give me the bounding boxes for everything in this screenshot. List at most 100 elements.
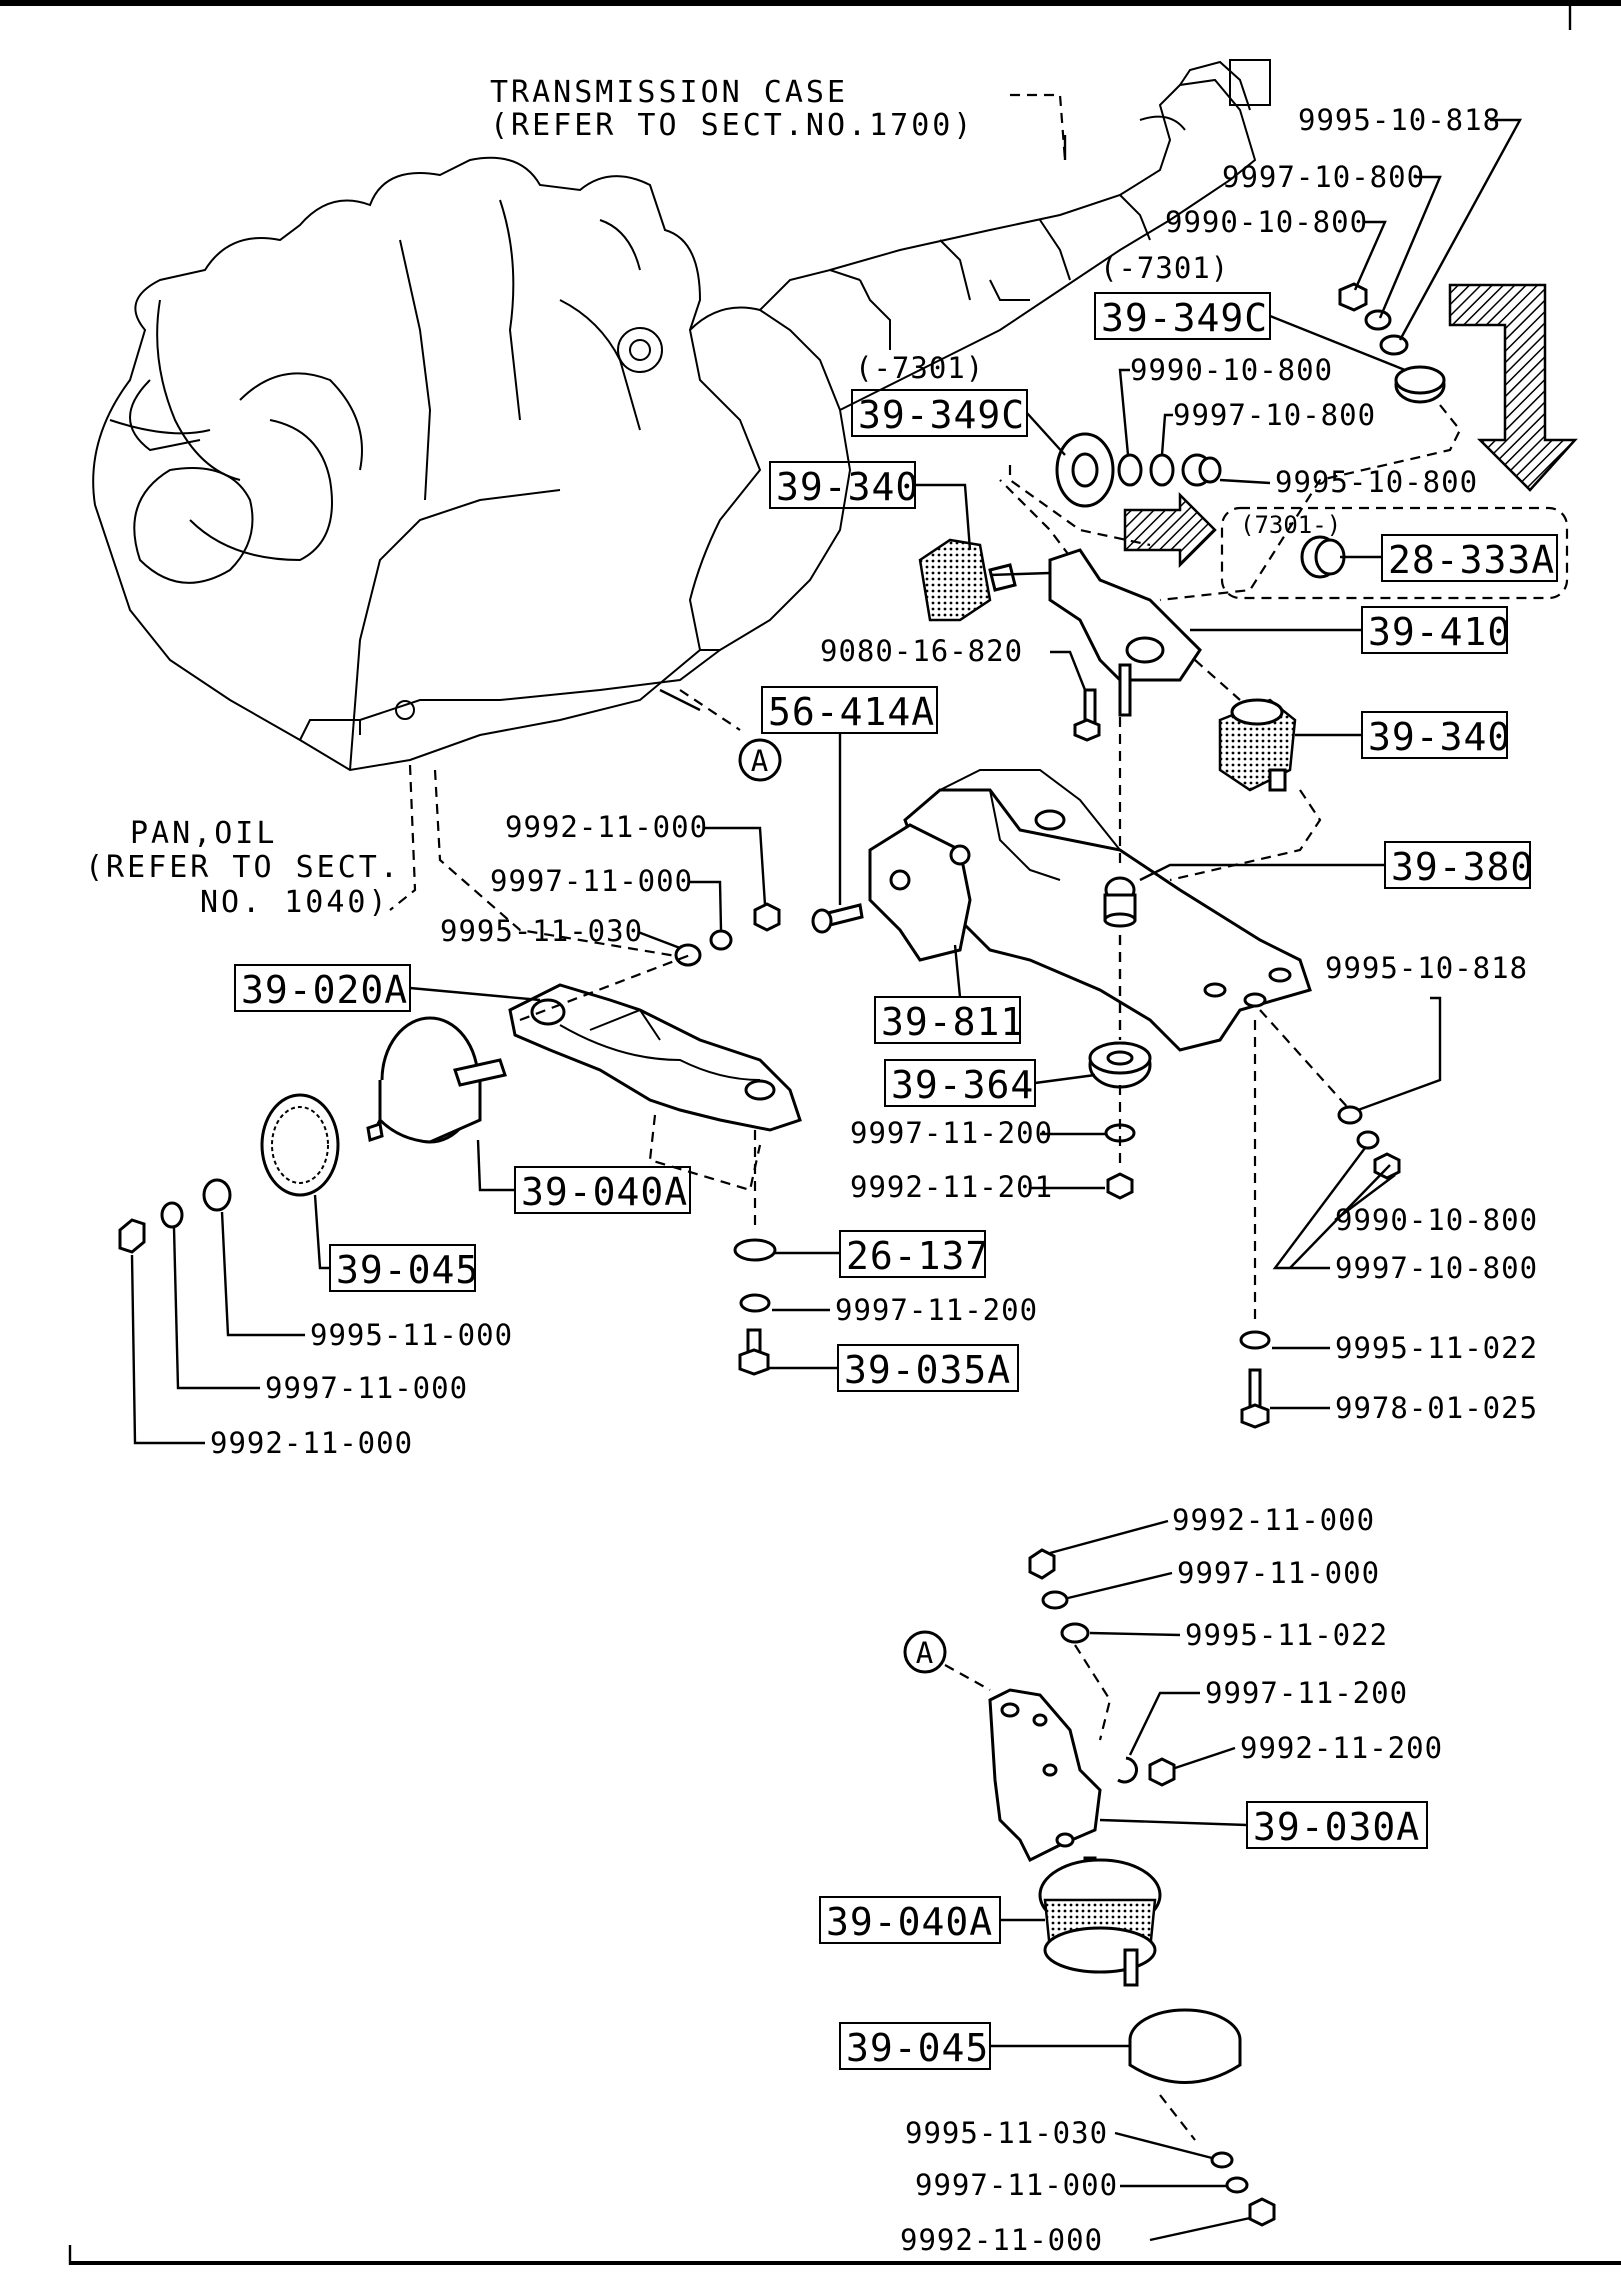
oil-pan-note-line2: (REFER TO SECT. — [85, 850, 401, 885]
label-39-040A-b: 39-040A — [826, 1900, 993, 1944]
pn-9992-11-000-e: 9992-11-000 — [900, 2223, 1103, 2257]
washer-9995-11-022 — [1239, 1330, 1271, 1350]
washer-9997-11-200-c — [739, 1293, 771, 1313]
label-39-020A: 39-020A — [241, 968, 408, 1012]
label-39-045-b: 39-045 — [846, 2026, 989, 2070]
label-28-333A: 28-333A — [1388, 538, 1555, 582]
pn-9990-10-800-a: 9990-10-800 — [1165, 205, 1368, 239]
callout-a-upper: A — [738, 738, 782, 782]
engine-transmission-illustration — [92, 59, 1271, 772]
label-39-349C-lower: 39-349C — [858, 393, 1025, 437]
pn-9978-01-025: 9978-01-025 — [1335, 1391, 1538, 1425]
transmission-note-line1: TRANSMISSION CASE — [490, 75, 848, 110]
washer-9990-10-800-b — [1117, 453, 1143, 487]
washer-9995-10-818-b — [1337, 1105, 1363, 1125]
label-39-340-lower: 39-340 — [1368, 715, 1511, 759]
range-note-lower: (-7301) — [855, 351, 984, 385]
washer-9995-10-818 — [1379, 334, 1409, 356]
crossmember-assembly — [811, 700, 1401, 1429]
label-26-137: 26-137 — [846, 1234, 989, 1278]
label-39-340-upper: 39-340 — [776, 465, 919, 509]
pn-9997-11-000-a: 9997-11-000 — [490, 864, 693, 898]
pn-9992-11-200: 9992-11-200 — [1240, 1731, 1443, 1765]
detail-arrow-icon — [1123, 491, 1217, 569]
pn-9992-11-000-c: 9992-11-000 — [210, 1426, 413, 1460]
left-engine-mount — [118, 902, 802, 1376]
washer-9997-11-000-c — [160, 1201, 184, 1229]
boxed-labels: 39-349C 39-349C 39-340 28-333A 39-410 56… — [234, 292, 1558, 2070]
nut-9992-11-200 — [1148, 1757, 1176, 1787]
rear-mount-hardware — [918, 282, 1578, 882]
washer-9997-10-800 — [1364, 309, 1392, 331]
washer-9997-10-800-c — [1356, 1130, 1380, 1150]
washer-9997-11-000-d — [1041, 1590, 1069, 1610]
bracket-39-811 — [868, 823, 972, 962]
pn-9997-10-800-b: 9997-10-800 — [1173, 398, 1376, 432]
pn-9080-16-820: 9080-16-820 — [820, 634, 1023, 668]
nut-9992-11-000-a — [753, 902, 781, 932]
pn-9995-11-030-b: 9995-11-030 — [905, 2116, 1108, 2150]
pn-9990-10-800-c: 9990-10-800 — [1335, 1203, 1538, 1237]
part-number-labels: 9995-10-818 9997-10-800 9990-10-800 9990… — [130, 103, 1538, 2257]
oil-pan-note-line1: PAN,OIL — [130, 816, 277, 851]
label-39-035A: 39-035A — [844, 1348, 1011, 1392]
range-note-detail: (7301-) — [1240, 511, 1341, 539]
nut-9990-10-800-c — [1373, 1152, 1401, 1180]
label-39-040A: 39-040A — [521, 1170, 688, 1214]
pn-9992-11-000-d: 9992-11-000 — [1172, 1503, 1375, 1537]
pn-9992-11-201: 9992-11-201 — [850, 1170, 1053, 1204]
nut-9992-11-000-c — [118, 1218, 146, 1254]
pn-9997-11-000-c: 9997-11-000 — [265, 1371, 468, 1405]
washer-9997-11-000-e — [1225, 2176, 1249, 2194]
pn-9997-11-000-e: 9997-11-000 — [915, 2168, 1118, 2202]
oil-pan-note-line3: NO. 1040) — [200, 885, 390, 920]
pn-9995-11-000: 9995-11-000 — [310, 1318, 513, 1352]
callout-a-upper-label: A — [751, 744, 769, 778]
insulator-39-340-upper — [918, 538, 992, 622]
range-note-upper: (-7301) — [1100, 251, 1229, 285]
nut-9992-11-201 — [1106, 1172, 1134, 1200]
nut-9992-11-000-e — [1248, 2197, 1276, 2227]
pn-9992-11-000-a: 9992-11-000 — [505, 810, 708, 844]
bracket-39-030A — [988, 1688, 1102, 1863]
washer-9995-11-000 — [202, 1178, 232, 1212]
washer-9997-10-800-b — [1149, 453, 1175, 487]
pn-9995-10-818-a: 9995-10-818 — [1298, 103, 1501, 137]
pn-9995-11-030-a: 9995-11-030 — [440, 914, 643, 948]
nut-9990-10-800 — [1338, 282, 1368, 312]
direction-arrow-icon — [1448, 283, 1578, 492]
label-39-380: 39-380 — [1391, 845, 1534, 889]
pn-9997-11-200-c: 9997-11-200 — [835, 1293, 1038, 1327]
label-39-045: 39-045 — [336, 1248, 479, 1292]
pn-9997-11-200-d: 9997-11-200 — [1205, 1676, 1408, 1710]
washer-9995-11-022-b — [1060, 1622, 1090, 1644]
washer-9997-11-200-d — [1117, 1756, 1138, 1784]
washer-9997-11-000-a — [709, 929, 733, 951]
insulator-39-340-lower — [1218, 698, 1297, 792]
label-56-414A: 56-414A — [768, 690, 935, 734]
label-39-811: 39-811 — [881, 1000, 1024, 1044]
washer-9995-11-030 — [674, 943, 702, 967]
label-39-030A: 39-030A — [1253, 1805, 1420, 1849]
pn-9997-11-000-d: 9997-11-000 — [1177, 1556, 1380, 1590]
pn-9990-10-800-b: 9990-10-800 — [1130, 353, 1333, 387]
transmission-note-line2: (REFER TO SECT.NO.1700) — [490, 108, 974, 143]
annotations: TRANSMISSION CASE (REFER TO SECT.NO.1700… — [85, 75, 1341, 920]
label-39-349C-upper: 39-349C — [1101, 296, 1268, 340]
washer-9995-11-030-b — [1210, 2151, 1234, 2169]
pn-9997-10-800-c: 9997-10-800 — [1335, 1251, 1538, 1285]
detail-box-7301 — [1220, 506, 1569, 600]
label-39-410: 39-410 — [1368, 610, 1511, 654]
washer-26-137 — [733, 1238, 777, 1262]
label-39-364: 39-364 — [891, 1063, 1034, 1107]
pn-9995-10-800: 9995-10-800 — [1275, 465, 1478, 499]
nut-9992-11-000-d — [1028, 1548, 1056, 1580]
stopper-39-045 — [260, 1093, 340, 1197]
pn-9995-11-022-b: 9995-11-022 — [1185, 1618, 1388, 1652]
pn-9997-11-200-b: 9997-11-200 — [850, 1116, 1053, 1150]
right-engine-mount — [944, 1548, 1276, 2227]
callout-a-lower-label: A — [916, 1636, 934, 1670]
pn-9995-10-818-b: 9995-10-818 — [1325, 951, 1528, 985]
